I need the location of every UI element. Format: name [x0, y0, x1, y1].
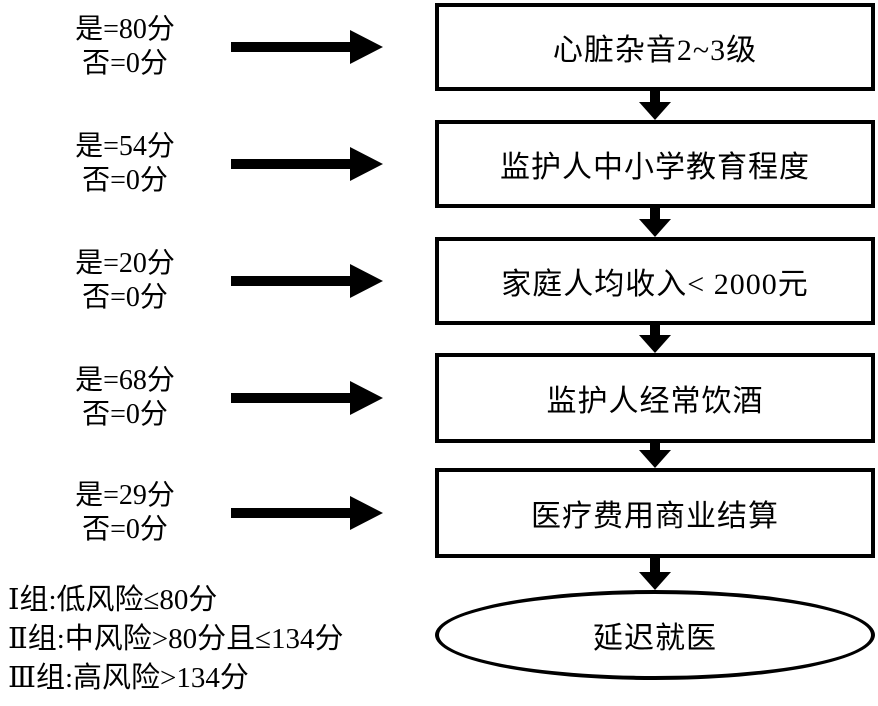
arrow-head: [639, 572, 671, 590]
arrow-shaft: [231, 393, 350, 403]
arrow-shaft: [650, 208, 660, 219]
down-arrow-icon: [639, 91, 671, 120]
right-arrow-icon: [231, 496, 383, 530]
score-yes: 是=54分: [75, 131, 175, 162]
arrow-shaft: [231, 159, 350, 169]
arrow-head: [350, 381, 383, 415]
arrow-shaft: [650, 325, 660, 335]
factor-box-label: 家庭人均收入< 2000元: [501, 268, 809, 301]
score-no: 否=0分: [82, 165, 168, 196]
factor-box-label: 心脏杂音2~3级: [552, 34, 758, 67]
down-arrow-icon: [639, 443, 671, 468]
down-arrow-icon: [639, 558, 671, 590]
legend-item: Ⅲ组:高风险>134分: [8, 662, 249, 694]
arrow-shaft: [231, 276, 350, 286]
factor-box: 家庭人均收入< 2000元: [435, 237, 875, 325]
arrow-head: [639, 102, 671, 120]
arrow-shaft: [231, 42, 350, 52]
right-arrow-icon: [231, 30, 383, 64]
risk-legend: Ⅰ组:低风险≤80分 Ⅱ组:中风险>80分且≤134分 Ⅲ组:高风险>134分: [8, 581, 344, 698]
factor-box-label: 监护人中小学教育程度: [500, 151, 810, 184]
outcome-label: 延迟就医: [593, 622, 717, 655]
score-yes: 是=29分: [75, 480, 175, 511]
score-no: 否=0分: [82, 48, 168, 79]
arrow-shaft: [650, 443, 660, 450]
score-label: 是=80分 否=0分: [35, 13, 215, 81]
outcome-ellipse: 延迟就医: [435, 590, 875, 680]
factor-box-label: 监护人经常饮酒: [546, 385, 764, 418]
right-arrow-icon: [231, 147, 383, 181]
arrow-head: [639, 450, 671, 468]
right-arrow-icon: [231, 381, 383, 415]
arrow-head: [350, 30, 383, 64]
score-no: 否=0分: [82, 399, 168, 430]
factor-box-label: 医疗费用商业结算: [531, 500, 779, 533]
legend-item: Ⅱ组:中风险>80分且≤134分: [8, 623, 344, 655]
arrow-head: [350, 496, 383, 530]
score-yes: 是=68分: [75, 365, 175, 396]
arrow-head: [639, 335, 671, 353]
arrow-head: [350, 264, 383, 298]
arrow-shaft: [650, 558, 660, 572]
score-yes: 是=20分: [75, 248, 175, 279]
score-label: 是=20分 否=0分: [35, 247, 215, 315]
right-arrow-icon: [231, 264, 383, 298]
score-label: 是=68分 否=0分: [35, 364, 215, 432]
down-arrow-icon: [639, 208, 671, 237]
score-no: 否=0分: [82, 514, 168, 545]
arrow-shaft: [231, 508, 350, 518]
score-yes: 是=80分: [75, 14, 175, 45]
arrow-head: [639, 219, 671, 237]
factor-box: 监护人中小学教育程度: [435, 120, 875, 208]
factor-box: 医疗费用商业结算: [435, 468, 875, 558]
arrow-shaft: [650, 91, 660, 102]
legend-item: Ⅰ组:低风险≤80分: [8, 584, 218, 616]
arrow-head: [350, 147, 383, 181]
score-no: 否=0分: [82, 282, 168, 313]
score-label: 是=29分 否=0分: [35, 479, 215, 547]
down-arrow-icon: [639, 325, 671, 353]
score-label: 是=54分 否=0分: [35, 130, 215, 198]
factor-box: 心脏杂音2~3级: [435, 3, 875, 91]
factor-box: 监护人经常饮酒: [435, 353, 875, 443]
